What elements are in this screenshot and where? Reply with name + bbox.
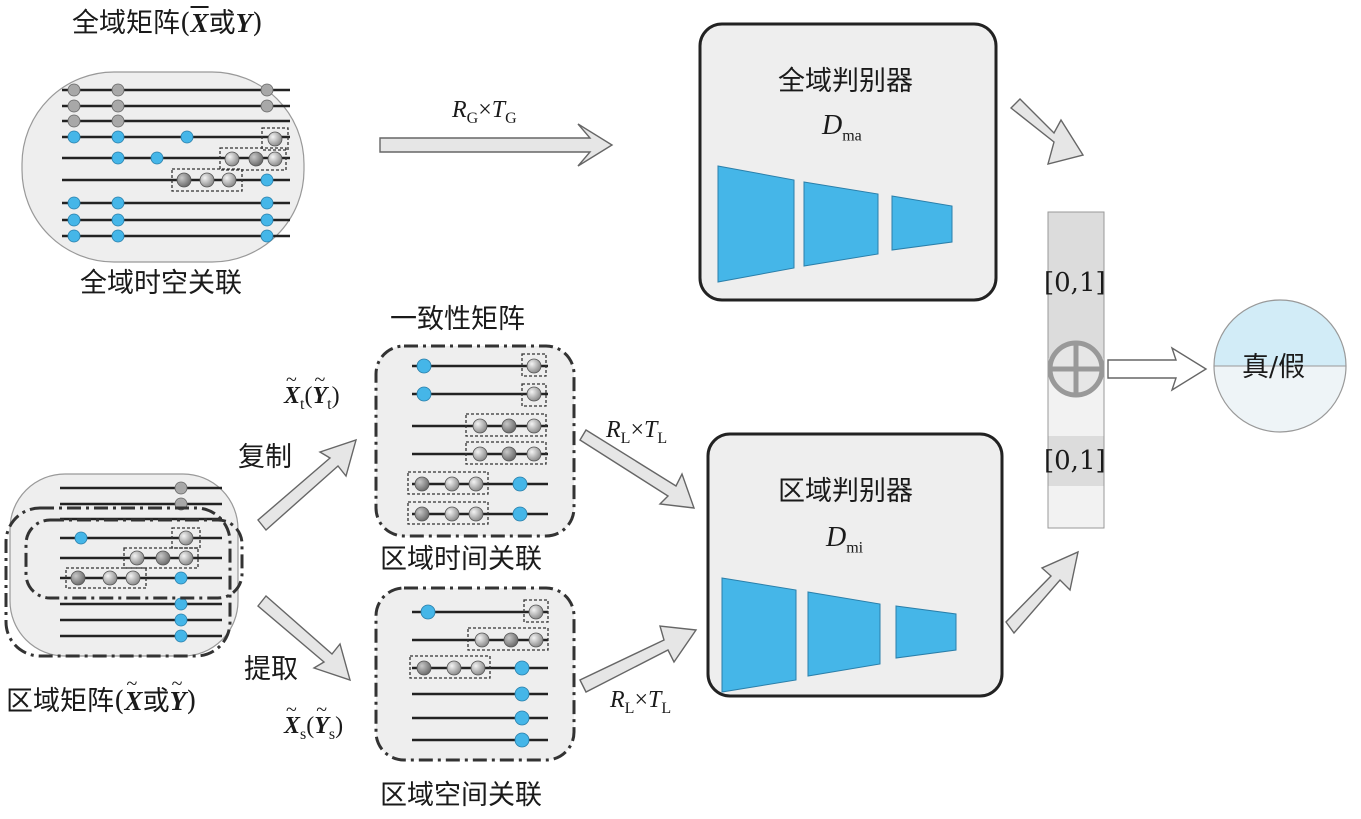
global-blue-nodes (67, 130, 274, 243)
arrow-spatial-to-disc (579, 625, 698, 693)
flow-arrows (257, 98, 1208, 693)
global-gray-nodes (67, 83, 274, 128)
output-label: 真/假 (1242, 352, 1306, 383)
score-bar (1047, 211, 1105, 529)
global-dashed-groups (171, 127, 289, 192)
global-assoc-label: 全域时空关联 (80, 268, 242, 299)
score-range-bottom: [0,1] (1044, 446, 1106, 476)
regional-matrix-title: 区域矩阵(X或Y) (6, 674, 197, 715)
global-edge-label: RG×TG (452, 97, 517, 127)
arrow-global-to-disc (379, 123, 614, 167)
output-circle (1213, 299, 1347, 433)
global-discriminator-box (698, 22, 998, 302)
regional-edge-label-bottom: RL×TL (610, 687, 672, 717)
score-range-top: [0,1] (1044, 268, 1106, 298)
global-disc-symbol: Dma (822, 110, 862, 145)
regional-temporal-label: 区域时间关联 (380, 544, 542, 575)
temporal-symbol: Xt(Yt) (284, 370, 340, 413)
arrow-combine-to-output (1107, 346, 1208, 392)
global-matrix-lines (62, 88, 290, 238)
global-matrix-title: 全域矩阵(X或Y) (72, 8, 263, 39)
arrow-copy (257, 438, 358, 532)
arrow-extract (257, 594, 352, 682)
regional-edge-label-top: RL×TL (606, 417, 668, 447)
global-matrix-panel (21, 71, 305, 263)
regional-temporal-panel (374, 344, 576, 538)
extract-label: 提取 (244, 654, 298, 685)
regional-disc-title: 区域判别器 (778, 476, 913, 507)
regional-matrix-panel (4, 473, 244, 658)
arrow-regional-disc-to-score (1005, 550, 1079, 635)
regional-disc-symbol: Dmi (826, 522, 864, 557)
spatial-symbol: Xs(Ys) (284, 700, 343, 743)
copy-label: 复制 (238, 442, 292, 473)
regional-spatial-label: 区域空间关联 (380, 780, 542, 811)
regional-discriminator-box (706, 432, 1004, 698)
arrow-global-disc-to-score (1009, 98, 1085, 165)
arrow-temporal-to-disc (579, 429, 696, 509)
global-disc-title: 全域判别器 (778, 66, 913, 97)
combine-operator-icon (1047, 340, 1105, 398)
regional-spatial-panel (374, 586, 576, 762)
consistency-matrix-title: 一致性矩阵 (390, 304, 525, 335)
